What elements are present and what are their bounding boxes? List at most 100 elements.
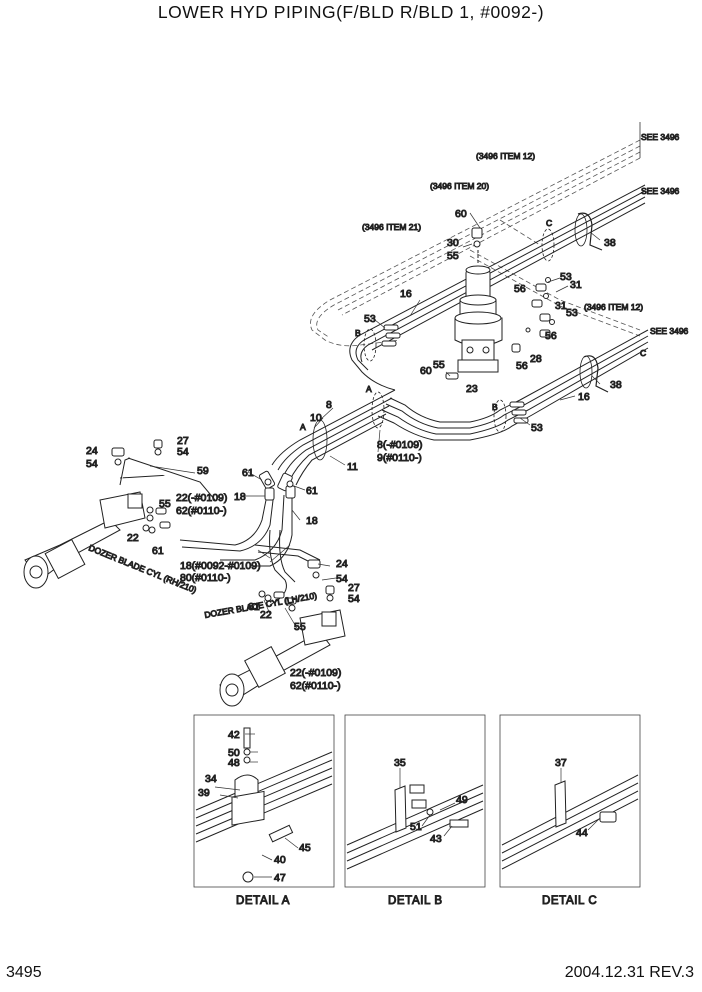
callout-80: 80(#0110-) <box>180 572 231 584</box>
callout-62a: 62(#0110-) <box>176 505 227 517</box>
detail-a-label: DETAIL A <box>236 895 290 907</box>
callout-56c: 56 <box>516 360 528 372</box>
callout-18c: 18(#0092-#0109) <box>180 560 261 572</box>
callout-48: 48 <box>228 757 240 769</box>
callout-8: 8 <box>326 399 332 411</box>
detail-b-label: DETAIL B <box>388 895 443 907</box>
callout-55d: 55 <box>294 621 306 633</box>
callout-18b: 18 <box>306 515 318 527</box>
detail-c-box <box>499 714 641 888</box>
rh-dozer-cylinder <box>23 457 216 589</box>
note-item20: (3496 ITEM 20) <box>430 181 489 191</box>
leader-lines <box>149 212 601 631</box>
callout-61c: 61 <box>152 545 164 557</box>
callout-59: 59 <box>197 465 209 477</box>
callout-22b: 22 <box>127 532 139 544</box>
note-see-3496-b: SEE 3496 <box>641 186 680 196</box>
callout-16b: 16 <box>578 391 590 403</box>
callout-60a: 60 <box>455 208 467 220</box>
callout-62b: 62(#0110-) <box>290 680 341 692</box>
callout-31b: 31 <box>555 300 567 312</box>
letter-c2: C <box>640 348 646 358</box>
upper-pipe-bundle <box>349 184 646 391</box>
callout-9: 9(#0110-) <box>377 452 422 464</box>
detail-leaders <box>214 733 601 878</box>
callout-30: 30 <box>447 237 459 249</box>
callout-39: 39 <box>198 787 210 799</box>
note-item12-b: (3496 ITEM 12) <box>584 302 643 312</box>
callout-56a: 56 <box>514 283 526 295</box>
callout-22c: 22 <box>260 609 272 621</box>
callout-31a: 31 <box>570 279 582 291</box>
callout-42: 42 <box>228 729 240 741</box>
callout-27b: 27 <box>348 582 360 594</box>
swivel-side-fittings <box>511 277 555 353</box>
callout-45: 45 <box>299 842 311 854</box>
callout-44: 44 <box>576 827 588 839</box>
dashed-reference-lines <box>310 139 641 347</box>
note-see-3496-a: SEE 3496 <box>641 132 680 142</box>
page-number: 3495 <box>6 964 42 981</box>
callout-54c: 54 <box>336 573 348 585</box>
callout-27a: 27 <box>177 435 189 447</box>
detail-c-label: DETAIL C <box>542 895 597 907</box>
callout-55a: 55 <box>447 250 459 262</box>
callout-11: 11 <box>347 461 358 473</box>
letter-a2: A <box>300 422 306 432</box>
callout-10: 10 <box>310 412 322 424</box>
callout-38b: 38 <box>610 379 622 391</box>
callout-54d: 54 <box>348 593 360 605</box>
callout-22a: 22(-#0109) <box>176 492 227 504</box>
callout-53d: 53 <box>531 422 543 434</box>
callout-54a: 54 <box>86 458 98 470</box>
callout-8b: 8(-#0109) <box>377 439 423 451</box>
pipe-clamps-38 <box>577 212 609 393</box>
callout-50: 50 <box>228 747 240 759</box>
hose-fittings <box>258 470 296 501</box>
letter-a1: A <box>366 384 372 394</box>
callout-40: 40 <box>274 854 286 866</box>
callout-60b: 60 <box>420 365 432 377</box>
swivel-joint <box>454 227 503 373</box>
callout-53c: 53 <box>364 313 376 325</box>
lh-fittings <box>258 559 335 612</box>
note-see-3496-c: SEE 3496 <box>650 326 689 336</box>
revision-date: 2004.12.31 REV.3 <box>564 964 694 981</box>
callout-61d: 61 <box>248 601 260 613</box>
callout-51: 51 <box>410 821 422 833</box>
page-title: LOWER HYD PIPING(F/BLD R/BLD 1, #0092-) <box>157 2 545 22</box>
detail-a-box <box>193 714 335 888</box>
detail-b-box <box>344 714 486 888</box>
callout-54b: 54 <box>177 446 189 458</box>
callout-55c: 55 <box>159 498 171 510</box>
callout-23: 23 <box>466 383 478 395</box>
callout-28: 28 <box>530 353 542 365</box>
callout-53b: 53 <box>566 307 578 319</box>
callout-35: 35 <box>394 757 406 769</box>
rh-fittings <box>111 439 171 534</box>
callout-47: 47 <box>274 872 286 884</box>
note-item21: (3496 ITEM 21) <box>362 222 421 232</box>
main-pipe-bundle <box>271 389 396 486</box>
callout-16a: 16 <box>400 288 412 300</box>
note-item12-a: (3496 ITEM 12) <box>476 151 535 161</box>
letter-b1: B <box>355 328 361 338</box>
callout-18a: 18 <box>234 491 246 503</box>
callout-53a: 53 <box>560 271 572 283</box>
callout-49: 49 <box>456 794 468 806</box>
letter-c1: C <box>546 218 552 228</box>
callout-24b: 24 <box>336 558 348 570</box>
callout-61a: 61 <box>242 467 254 479</box>
callout-37: 37 <box>555 757 567 769</box>
callout-43: 43 <box>430 833 442 845</box>
callout-55b: 55 <box>433 359 445 371</box>
callout-56b: 56 <box>545 330 557 342</box>
callout-38a: 38 <box>604 237 616 249</box>
callout-61b: 61 <box>306 485 318 497</box>
callout-34: 34 <box>205 773 217 785</box>
lh-dozer-cylinder <box>219 609 346 707</box>
callout-24a: 24 <box>86 445 98 457</box>
callout-22d: 22(-#0109) <box>290 667 341 679</box>
